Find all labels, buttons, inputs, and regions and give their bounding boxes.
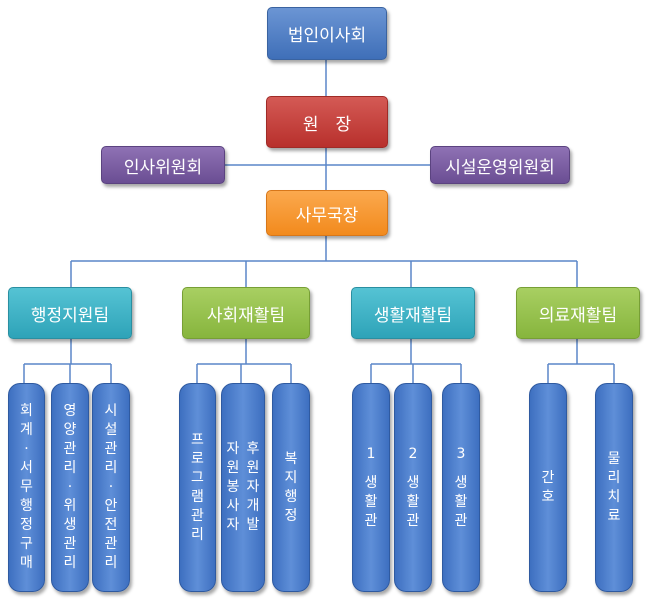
secretary-general-label: 사무국장 bbox=[295, 205, 359, 226]
facility-committee-box: 시설운영위원회 bbox=[430, 146, 570, 184]
secretary-general-box: 사무국장 bbox=[266, 190, 388, 236]
personnel-committee-label: 인사위원회 bbox=[123, 157, 203, 178]
unit-label: 영양관리·위생관리 bbox=[63, 403, 77, 571]
team-label: 생활재활팀 bbox=[373, 305, 453, 326]
unit-box: 복지행정 bbox=[272, 383, 310, 592]
board-of-directors-box: 법인이사회 bbox=[267, 7, 387, 60]
unit-label: 자원봉사자 bbox=[226, 441, 240, 533]
unit-label: 프로그램관리 bbox=[191, 431, 204, 543]
unit-box: 3 생활관 bbox=[442, 383, 480, 592]
unit-box: 2 생활관 bbox=[394, 383, 432, 592]
board-of-directors-label: 법인이사회 bbox=[287, 26, 367, 46]
unit-label: 간호 bbox=[541, 469, 555, 505]
unit-label: 시설관리·안전관리 bbox=[104, 403, 118, 571]
personnel-committee-box: 인사위원회 bbox=[101, 146, 225, 184]
unit-box: 회계·서무행정구매 bbox=[8, 383, 45, 592]
team-box-medical: 의료재활팀 bbox=[516, 287, 640, 339]
unit-label: 복지행정 bbox=[284, 450, 298, 524]
director-label: 원 장 bbox=[302, 114, 352, 135]
director-box: 원 장 bbox=[266, 96, 388, 148]
unit-label: 생활관 bbox=[364, 474, 378, 529]
unit-number: 3 bbox=[456, 445, 466, 462]
team-box-living: 생활재활팀 bbox=[351, 287, 475, 339]
unit-label: 후원자개발 bbox=[246, 441, 260, 533]
unit-box: 시설관리·안전관리 bbox=[92, 383, 130, 592]
unit-box: 자원봉사자 후원자개발 bbox=[221, 383, 265, 592]
unit-box: 프로그램관리 bbox=[179, 383, 216, 592]
unit-label: 물리치료 bbox=[607, 450, 621, 524]
team-box-admin: 행정지원팀 bbox=[8, 287, 132, 339]
unit-label: 생활관 bbox=[406, 474, 420, 529]
unit-box: 물리치료 bbox=[595, 383, 633, 592]
team-label: 행정지원팀 bbox=[30, 305, 110, 326]
unit-box: 영양관리·위생관리 bbox=[51, 383, 89, 592]
unit-label: 회계·서무행정구매 bbox=[20, 403, 33, 571]
unit-label: 생활관 bbox=[454, 474, 468, 529]
team-label: 의료재활팀 bbox=[538, 305, 618, 326]
unit-number: 2 bbox=[408, 445, 418, 462]
unit-box: 간호 bbox=[529, 383, 567, 592]
unit-box: 1 생활관 bbox=[352, 383, 390, 592]
facility-committee-label: 시설운영위원회 bbox=[445, 157, 555, 178]
team-label: 사회재활팀 bbox=[206, 305, 286, 326]
team-box-social: 사회재활팀 bbox=[182, 287, 310, 339]
unit-number: 1 bbox=[366, 445, 376, 462]
